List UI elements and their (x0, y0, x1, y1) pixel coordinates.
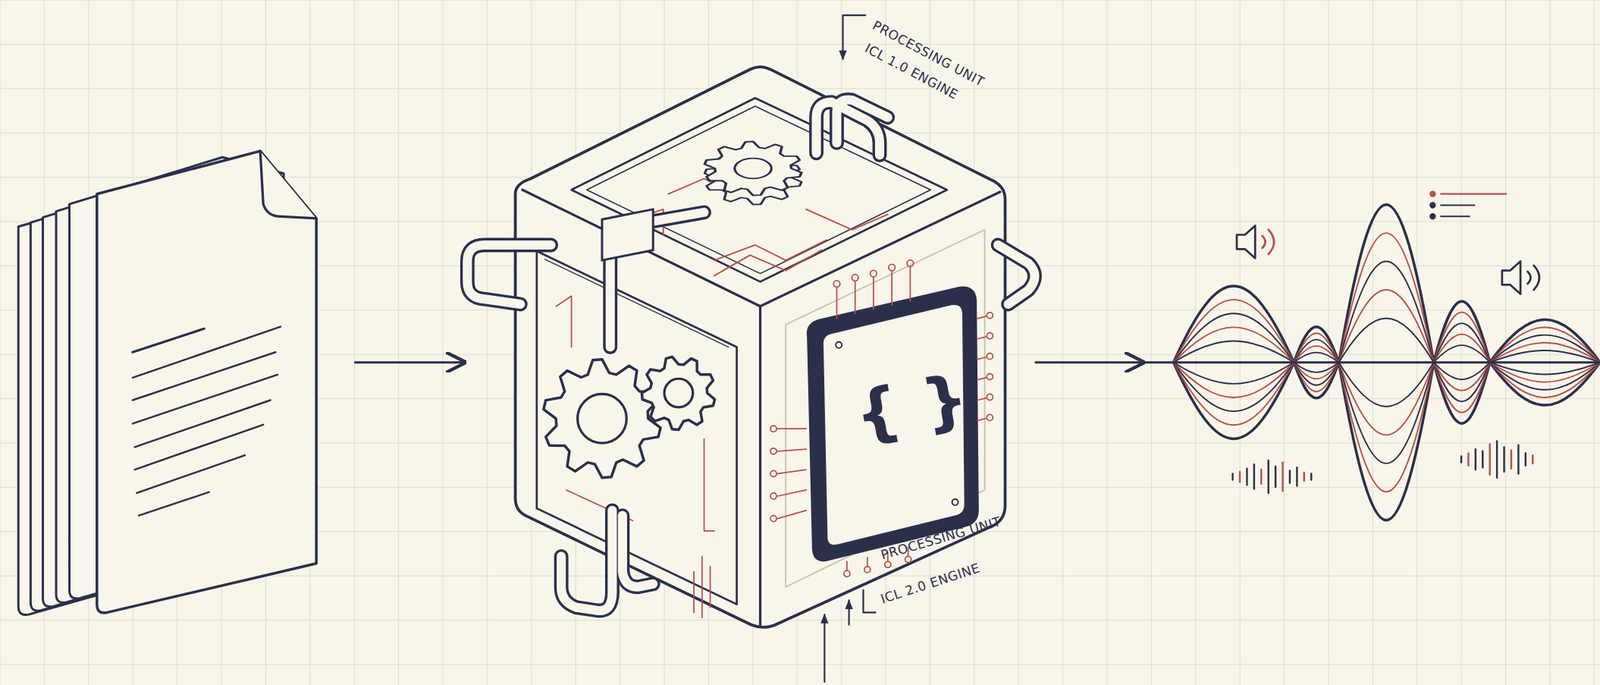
audio-bar (1239, 471, 1241, 482)
part-label: PROCESSING UNIT (878, 513, 1003, 562)
audio-bar (1460, 456, 1462, 463)
wave-curve (1173, 204, 1600, 363)
wave-curve (1173, 232, 1600, 363)
audio-bar (1231, 473, 1233, 480)
audio-bar (1289, 470, 1291, 483)
baseline (1142, 360, 1600, 364)
audio-bar (1481, 451, 1484, 468)
audio-bar (1524, 452, 1527, 465)
audio-bar (1310, 473, 1312, 480)
grid-line (398, 0, 399, 685)
gear-set (543, 141, 802, 478)
flow-arrow (1035, 360, 1143, 364)
wave-curve (1173, 362, 1600, 436)
gear-body (704, 141, 802, 196)
document-stack (18, 150, 317, 615)
grid-line (354, 0, 355, 685)
grid-line (1062, 0, 1064, 685)
audio-bar (1281, 462, 1284, 492)
grid-line (0, 619, 1600, 621)
speaker-icon (1236, 225, 1540, 294)
grid-line (1416, 0, 1418, 685)
gear-body (543, 359, 661, 478)
wave-curve (1173, 362, 1600, 521)
audio-bar (1474, 448, 1477, 470)
grid-line (0, 43, 1600, 45)
gear-hole (577, 393, 628, 443)
grid-line (486, 0, 488, 685)
leader-line (824, 15, 876, 682)
audio-bar (1303, 472, 1306, 481)
audio-bar (1467, 452, 1469, 465)
grid-line (1107, 0, 1108, 685)
wave-curve (1173, 362, 1600, 464)
flow-arrow (354, 360, 465, 364)
grid-line (1461, 0, 1462, 685)
grid-line (1239, 0, 1241, 685)
wave-curve (1173, 289, 1600, 363)
wave-curve (1173, 362, 1600, 407)
processing-cube (467, 66, 1035, 628)
gear (641, 356, 715, 430)
audio-bar (1531, 454, 1534, 464)
grid-line (442, 0, 444, 685)
sound-wave (1142, 204, 1600, 521)
wave-curve (1173, 261, 1600, 363)
code-symbol: { } (848, 360, 974, 454)
grid-line (1372, 0, 1374, 685)
wave-curve (1173, 317, 1600, 362)
audio-bar (1502, 446, 1505, 471)
wave-curve (1173, 362, 1600, 493)
gear-hole (664, 378, 694, 408)
gear (704, 141, 802, 205)
audio-bar (1517, 445, 1519, 474)
gear (543, 359, 661, 478)
part-label: ICL 2.0 ENGINE (878, 559, 982, 606)
audio-bar (1274, 466, 1277, 487)
audio-bar (1510, 449, 1513, 468)
audio-bar (1295, 467, 1298, 486)
gear-body (641, 356, 715, 430)
gear-hole (734, 158, 772, 179)
audio-bar (1245, 468, 1248, 486)
audio-bar (1267, 460, 1269, 493)
grid-line (0, 664, 1600, 666)
legend-lines (1430, 191, 1506, 220)
grid-line (1151, 0, 1152, 685)
grid-line (0, 0, 1, 685)
audio-bar (1253, 464, 1255, 489)
audio-bar (1260, 469, 1262, 484)
audio-bars (1232, 440, 1534, 493)
audio-bar (1496, 440, 1498, 477)
grid-line (1018, 0, 1020, 685)
audio-bar (1489, 443, 1491, 474)
grid-line (0, 0, 1600, 1)
grid-line (1593, 0, 1595, 685)
